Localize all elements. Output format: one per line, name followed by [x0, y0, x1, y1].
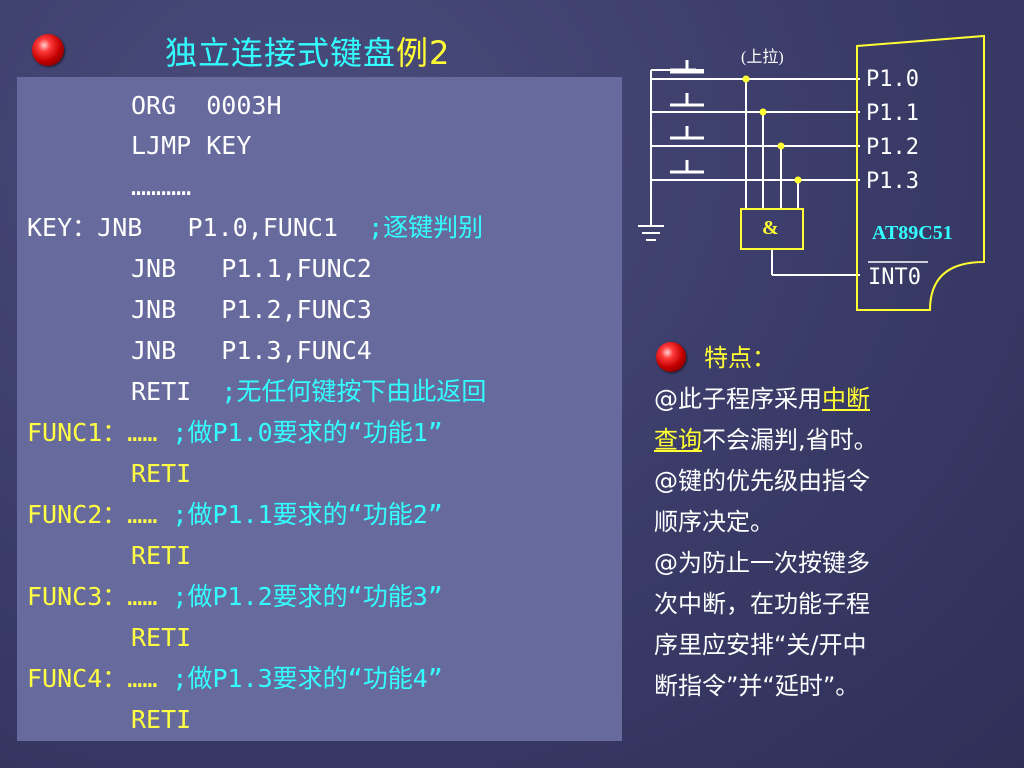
code-line: RETI	[131, 705, 191, 735]
interrupt-link[interactable]: 中断	[822, 385, 870, 413]
code-line: FUNC4：…… ;做P1.3要求的“功能4”	[27, 664, 443, 694]
code-instruction: ……	[127, 418, 173, 447]
code-comment: ;逐键判别	[368, 213, 484, 242]
code-line: RETI	[131, 541, 191, 571]
code-line: JNB P1.3,FUNC4	[131, 336, 372, 366]
feature-line-8: 断指令”并“延时”。	[654, 672, 860, 700]
code-instruction: JNB P1.0,FUNC1	[97, 213, 369, 242]
code-comment: ;做P1.0要求的“功能1”	[172, 418, 443, 447]
code-line: RETI	[131, 459, 191, 489]
pin-p10-label: P1.0	[866, 67, 919, 92]
code-panel	[17, 77, 622, 741]
slide-title: 独立连接式键盘例2	[165, 34, 451, 72]
code-line: FUNC2：…… ;做P1.1要求的“功能2”	[27, 500, 443, 530]
query-link[interactable]: 查询	[654, 426, 702, 454]
code-comment: ;做P1.1要求的“功能2”	[172, 500, 443, 529]
code-label: FUNC3：	[27, 582, 128, 611]
chip-name: AT89C51	[872, 222, 953, 244]
code-line: FUNC1：…… ;做P1.0要求的“功能1”	[27, 418, 443, 448]
code-instruction: ……	[127, 582, 173, 611]
features-heading: 特点：	[704, 344, 776, 372]
code-instruction: ……	[127, 664, 173, 693]
code-label: FUNC2：	[27, 500, 128, 529]
code-comment: ;做P1.3要求的“功能4”	[172, 664, 443, 693]
code-comment: ;做P1.2要求的“功能3”	[172, 582, 443, 611]
code-label: FUNC4：	[27, 664, 128, 693]
code-line: RETI	[131, 623, 191, 653]
code-label: KEY：	[27, 213, 98, 242]
feature-line-6: 次中断，在功能子程	[654, 590, 870, 618]
code-line: KEY：JNB P1.0,FUNC1 ;逐键判别	[27, 213, 483, 243]
feature-line-4: 顺序决定。	[654, 508, 774, 536]
code-line: …………	[131, 172, 191, 202]
code-instruction: JNB P1.3,FUNC4	[131, 336, 372, 365]
code-instruction: JNB P1.2,FUNC3	[131, 295, 372, 324]
feature-line-5: @为防止一次按键多	[654, 549, 870, 577]
and-gate-symbol: &	[762, 217, 779, 239]
code-line: JNB P1.2,FUNC3	[131, 295, 372, 325]
feature-line-3: @键的优先级由指令	[654, 467, 870, 495]
int0-pin-label: INT0	[868, 265, 921, 290]
code-instruction: RETI	[131, 377, 222, 406]
code-instruction: ……	[127, 500, 173, 529]
code-instruction: …………	[131, 172, 192, 201]
features-bullet-icon	[656, 342, 686, 372]
code-line: ORG 0003H	[131, 91, 282, 121]
code-instruction: ORG 0003H	[131, 91, 282, 120]
pullup-label: (上拉)	[741, 49, 784, 66]
code-line: RETI ;无任何键按下由此返回	[131, 377, 486, 407]
code-instruction: LJMP KEY	[131, 131, 252, 160]
code-line: LJMP KEY	[131, 131, 251, 161]
pin-p11-label: P1.1	[866, 101, 919, 126]
feature-line-1: @此子程序采用中断	[654, 385, 870, 413]
pin-p13-label: P1.3	[866, 169, 919, 194]
code-instruction: RETI	[131, 623, 192, 652]
code-instruction: RETI	[131, 541, 192, 570]
code-instruction: RETI	[131, 459, 192, 488]
code-line: FUNC3：…… ;做P1.2要求的“功能3”	[27, 582, 443, 612]
pin-p12-label: P1.2	[866, 135, 919, 160]
code-comment: ;无任何键按下由此返回	[221, 377, 487, 406]
feature-line-7: 序里应安排“关/开中	[654, 631, 867, 659]
code-instruction: JNB P1.1,FUNC2	[131, 254, 372, 283]
code-line: JNB P1.1,FUNC2	[131, 254, 372, 284]
title-bullet-icon	[32, 34, 64, 66]
code-label: FUNC1：	[27, 418, 128, 447]
code-instruction: RETI	[131, 705, 192, 734]
feature-line-2: 查询不会漏判,省时。	[654, 426, 878, 454]
